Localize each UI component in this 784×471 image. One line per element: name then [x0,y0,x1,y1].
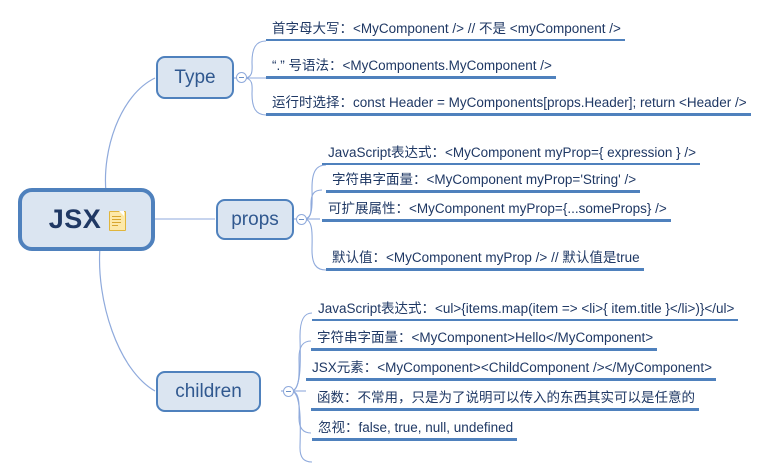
branch-label-children: children [175,380,242,402]
leaf-item[interactable]: 可扩展属性：<MyComponent myProp={...someProps}… [322,200,671,222]
leaf-item[interactable]: 首字母大写：<MyComponent /> // 不是 <myComponent… [266,20,625,41]
leaf-item[interactable]: 字符串字面量：<MyComponent>Hello</MyComponent> [311,329,658,351]
leaf-item[interactable]: 默认值：<MyComponent myProp /> // 默认值是true [326,249,644,271]
leaf-item[interactable]: 运行时选择：const Header = MyComponents[props.… [266,94,751,116]
root-node-jsx[interactable]: JSX [18,188,155,251]
leaf-item[interactable]: JavaScript表达式：<MyComponent myProp={ expr… [322,144,701,165]
branch-node-props[interactable]: props [216,199,294,240]
branch-node-type[interactable]: Type [156,56,234,99]
branch-label-type: Type [174,66,216,88]
leaf-item[interactable]: 字符串字面量：<MyComponent myProp='String' /> [326,171,641,193]
leaf-item[interactable]: JavaScript表达式：<ul>{items.map(item => <li… [312,300,739,321]
collapse-toggle-children[interactable] [283,386,294,397]
collapse-toggle-type[interactable] [236,72,247,83]
leaf-item[interactable]: JSX元素：<MyComponent><ChildComponent /></M… [306,359,716,381]
leaf-item[interactable]: 忽视：false, true, null, undefined [312,419,518,441]
branch-label-props: props [231,208,279,230]
root-node-label: JSX [48,204,102,234]
collapse-toggle-props[interactable] [296,214,307,225]
leaf-item[interactable]: “.” 号语法：<MyComponents.MyComponent /> [266,57,556,79]
note-icon [109,210,127,231]
leaf-item[interactable]: 函数：不常用，只是为了说明可以传入的东西其实可以是任意的 [311,389,699,411]
branch-node-children[interactable]: children [156,371,261,412]
